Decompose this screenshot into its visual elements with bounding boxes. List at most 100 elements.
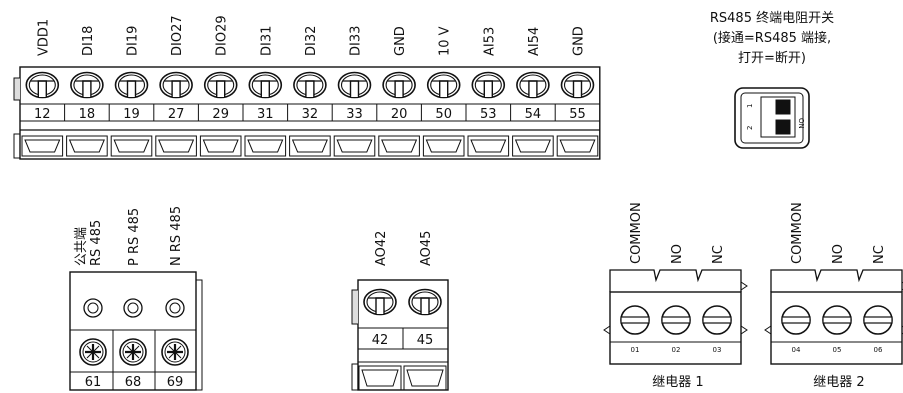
relay-terminal-number: 05 — [833, 346, 842, 354]
terminal-number: 33 — [346, 107, 363, 122]
wire-entry — [21, 135, 64, 157]
terminal-label: 10 V — [438, 26, 453, 56]
rs485-upper-hole — [165, 298, 185, 318]
terminal-label: DIO29 — [215, 15, 230, 56]
terminal-screw — [382, 71, 416, 99]
switch-note-line1: RS485 终端电阻开关 — [710, 10, 834, 26]
rs485-upper-hole — [123, 298, 143, 318]
terminal-number: 18 — [79, 107, 96, 122]
wire-entry — [199, 135, 242, 157]
relay-label: COMMON — [629, 202, 644, 264]
terminal-screw — [560, 71, 595, 99]
terminal-label: AI54 — [527, 27, 542, 56]
terminal-screw — [114, 71, 149, 99]
switch-position-2: 2 — [746, 126, 754, 130]
terminal-screw — [516, 71, 550, 99]
rs485-label: N RS 485 — [169, 206, 184, 266]
terminal-label: GND — [572, 26, 587, 56]
terminal-number: 12 — [34, 107, 51, 122]
relay-screw — [620, 305, 650, 335]
terminal-label: DI19 — [126, 26, 141, 56]
wire-entry — [512, 135, 554, 157]
ao-label: AO45 — [419, 231, 434, 266]
relay-terminal-number: 03 — [713, 346, 722, 354]
wire-entry — [155, 135, 197, 157]
relay-terminal-number: 01 — [631, 346, 640, 354]
switch-position-1: 1 — [746, 104, 754, 108]
relay-label: NC — [872, 245, 887, 264]
relay-terminal-number: 02 — [672, 346, 681, 354]
terminal-label: DI33 — [349, 26, 364, 56]
ao-wire-entry — [358, 365, 402, 391]
terminal-screw — [203, 71, 238, 99]
terminal-screw — [248, 71, 283, 99]
analog-output-terminal-block: AO42 AO45 42 45 — [351, 231, 449, 391]
ao-screw — [363, 288, 397, 316]
ao-wire-entry — [403, 365, 447, 391]
terminal-number: 32 — [302, 107, 319, 122]
rs485-label: P RS 485 — [127, 208, 142, 266]
ao-label: AO42 — [374, 231, 389, 266]
terminal-number: 29 — [212, 107, 229, 122]
terminal-screw — [471, 71, 506, 99]
wire-entry — [467, 135, 510, 157]
rs485-label: 公共端 — [74, 227, 89, 266]
switch-on-label: ON — [797, 118, 805, 129]
wire-entry — [333, 135, 376, 157]
wire-entry — [422, 135, 465, 157]
rs485-screw — [161, 338, 189, 366]
terminal-number: 54 — [525, 107, 542, 122]
terminal-screw — [293, 71, 327, 99]
rs485-number: 69 — [167, 375, 184, 390]
rs485-label: RS 485 — [89, 220, 104, 266]
terminal-number: 55 — [569, 107, 586, 122]
ao-number: 42 — [372, 333, 389, 348]
terminal-screw — [159, 71, 193, 99]
terminal-label: GND — [393, 26, 408, 56]
rs485-screw — [79, 338, 107, 366]
relay-screw — [822, 305, 852, 335]
wire-entry — [110, 135, 153, 157]
dip-switch-1 — [775, 99, 791, 115]
wire-entry — [66, 135, 108, 157]
relay-caption: 继电器 1 — [652, 375, 703, 390]
ao-number: 45 — [417, 333, 434, 348]
dip-switch-2 — [775, 119, 791, 135]
relay-label: NC — [711, 245, 726, 264]
terminal-number: 50 — [435, 107, 452, 122]
terminal-number: 19 — [123, 107, 140, 122]
terminal-label: DI18 — [81, 26, 96, 56]
terminal-screw — [337, 71, 372, 99]
rs485-upper-hole — [83, 298, 103, 318]
terminal-label: VDD1 — [36, 19, 51, 56]
switch-note-line2: (接通=RS485 端接, — [713, 30, 831, 46]
relay-label: NO — [831, 244, 846, 264]
terminal-label: DIO27 — [170, 15, 185, 56]
rs485-screw — [119, 338, 147, 366]
terminal-screw — [70, 71, 104, 99]
ao-screw — [408, 288, 442, 316]
relay-1-block: COMMON NO NC 01 02 03 继电器 1 — [603, 202, 748, 390]
terminal-label: DI31 — [259, 26, 274, 56]
wire-entry — [244, 135, 287, 157]
wire-entry — [289, 135, 331, 157]
relay-label: COMMON — [790, 202, 805, 264]
rs485-number: 61 — [85, 375, 102, 390]
relay-screw — [781, 305, 811, 335]
relay-screw — [863, 305, 893, 335]
relay-label: NO — [670, 244, 685, 264]
wire-entry — [556, 135, 599, 157]
relay-terminal-number: 04 — [792, 346, 801, 354]
terminal-number: 53 — [480, 107, 497, 122]
terminal-number: 27 — [168, 107, 185, 122]
terminal-number: 31 — [257, 107, 274, 122]
switch-note-line3: 打开=断开) — [738, 51, 806, 66]
rs485-number: 68 — [125, 375, 142, 390]
relay-terminal-number: 06 — [874, 346, 883, 354]
terminal-label: AI53 — [482, 27, 497, 56]
terminal-screw — [25, 71, 60, 99]
rs485-termination-switch[interactable]: RS485 终端电阻开关 (接通=RS485 端接, 打开=断开) 1 2 ON — [710, 10, 834, 149]
